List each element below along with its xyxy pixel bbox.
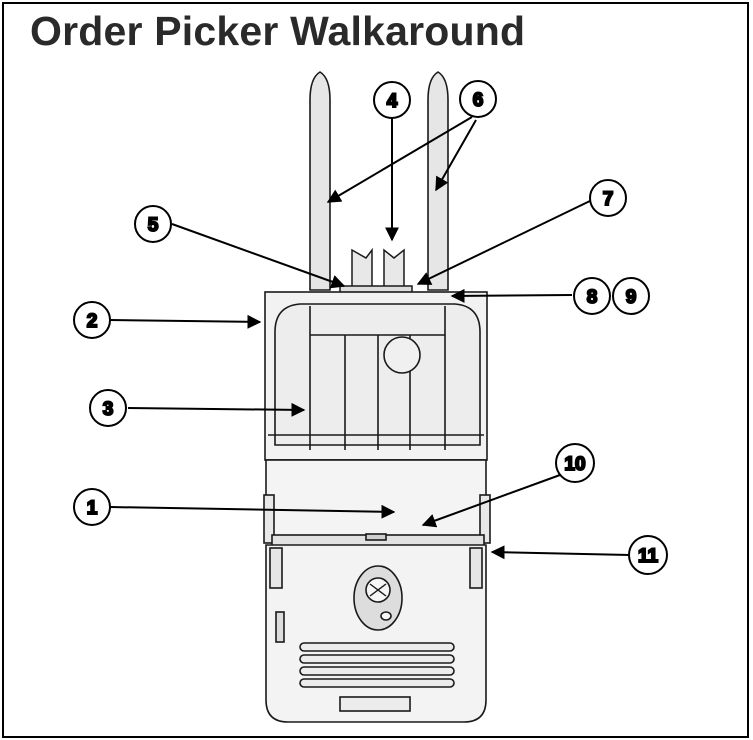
leader-6b: [435, 119, 477, 192]
leader-2: [109, 314, 262, 329]
svg-text:2: 2: [87, 311, 98, 332]
callout-11: 11: [628, 535, 668, 575]
svg-text:7: 7: [603, 189, 614, 210]
vent-grille: [299, 642, 455, 688]
leader-lines: [109, 116, 631, 560]
load-backrest: [351, 247, 405, 291]
callouts: 1 2 3 4 5 6 7 8 9 10 11: [73, 80, 668, 575]
callout-2: 2: [73, 301, 111, 339]
page-title: Order Picker Walkaround: [30, 8, 526, 54]
leader-1: [109, 504, 396, 519]
leader-7: [416, 199, 593, 285]
svg-text:9: 9: [626, 287, 637, 308]
svg-text:11: 11: [638, 546, 659, 567]
callout-1: 1: [73, 488, 111, 526]
callout-10: 10: [555, 443, 595, 483]
operator-compartment: [263, 459, 491, 550]
svg-text:5: 5: [148, 215, 159, 236]
callout-3: 3: [89, 389, 127, 427]
svg-text:4: 4: [387, 91, 398, 112]
leader-10: [421, 474, 561, 528]
light-circle: [383, 336, 421, 374]
leader-6a: [326, 116, 473, 203]
right-fork: [427, 71, 449, 291]
callout-5: 5: [134, 205, 172, 243]
callout-8: 8: [573, 277, 611, 315]
drive-unit: [265, 544, 487, 723]
svg-text:6: 6: [473, 90, 484, 111]
leader-5: [171, 223, 346, 289]
truck-body: [264, 291, 488, 461]
svg-text:3: 3: [103, 399, 114, 420]
callout-6: 6: [459, 80, 497, 118]
left-fork: [309, 71, 331, 291]
svg-text:8: 8: [587, 287, 598, 308]
callout-7: 7: [589, 179, 627, 217]
leader-8: [450, 288, 573, 303]
leader-3: [127, 402, 306, 417]
leader-11: [490, 545, 631, 560]
svg-text:1: 1: [87, 498, 98, 519]
callout-9: 9: [612, 277, 650, 315]
callout-4: 4: [373, 81, 411, 119]
svg-text:10: 10: [564, 454, 585, 475]
